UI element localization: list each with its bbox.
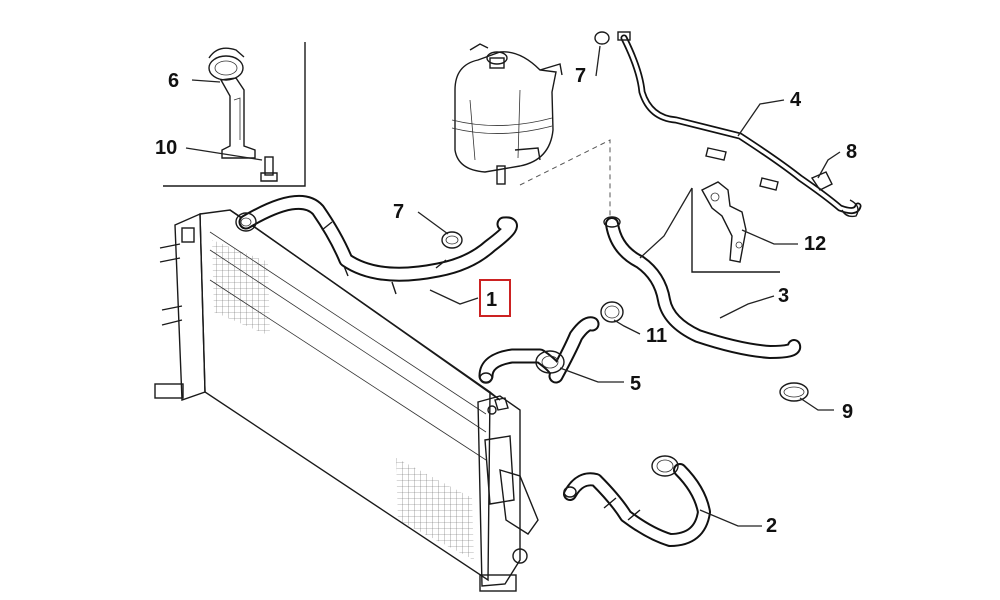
callout-3[interactable]: 3 — [778, 285, 789, 307]
callout-7-upper[interactable]: 7 — [575, 65, 586, 87]
coolant-hose-5 — [478, 316, 600, 384]
callout-5[interactable]: 5 — [630, 373, 641, 395]
coolant-pipe-4 — [617, 31, 862, 218]
leader-lines — [185, 45, 841, 527]
expansion-tank — [451, 43, 563, 185]
hose-clamp-7-lower — [441, 231, 463, 249]
coolant-hose-2 — [563, 455, 711, 547]
hose-clamp-7-upper — [594, 31, 610, 45]
bracket-part-12 — [691, 181, 780, 273]
dashed-connector-lines — [519, 139, 611, 220]
coolant-hose-3 — [603, 216, 802, 359]
callout-1[interactable]: 1 — [486, 289, 497, 311]
callout-11[interactable]: 11 — [646, 325, 667, 347]
hose-clamp-9 — [779, 382, 809, 402]
callout-10[interactable]: 10 — [155, 137, 177, 159]
callout-7-lower[interactable]: 7 — [393, 201, 404, 223]
upper-radiator-hose — [235, 194, 518, 295]
clip-part-8 — [810, 171, 833, 191]
callout-2[interactable]: 2 — [766, 515, 777, 537]
highlight-box — [479, 279, 511, 317]
callout-8[interactable]: 8 — [846, 141, 857, 163]
hose-clamp-bracket-part — [208, 47, 256, 159]
callout-12[interactable]: 12 — [804, 233, 826, 255]
detail-box-bracket — [163, 42, 306, 187]
callout-labels: 1 2 3 4 5 6 7 7 8 9 10 11 12 — [155, 65, 857, 537]
callout-6[interactable]: 6 — [168, 70, 179, 92]
radiator — [154, 209, 539, 592]
bolt-part — [260, 156, 278, 182]
callout-4[interactable]: 4 — [790, 89, 802, 111]
hose-clamp-11 — [600, 301, 624, 323]
callout-9[interactable]: 9 — [842, 401, 853, 423]
